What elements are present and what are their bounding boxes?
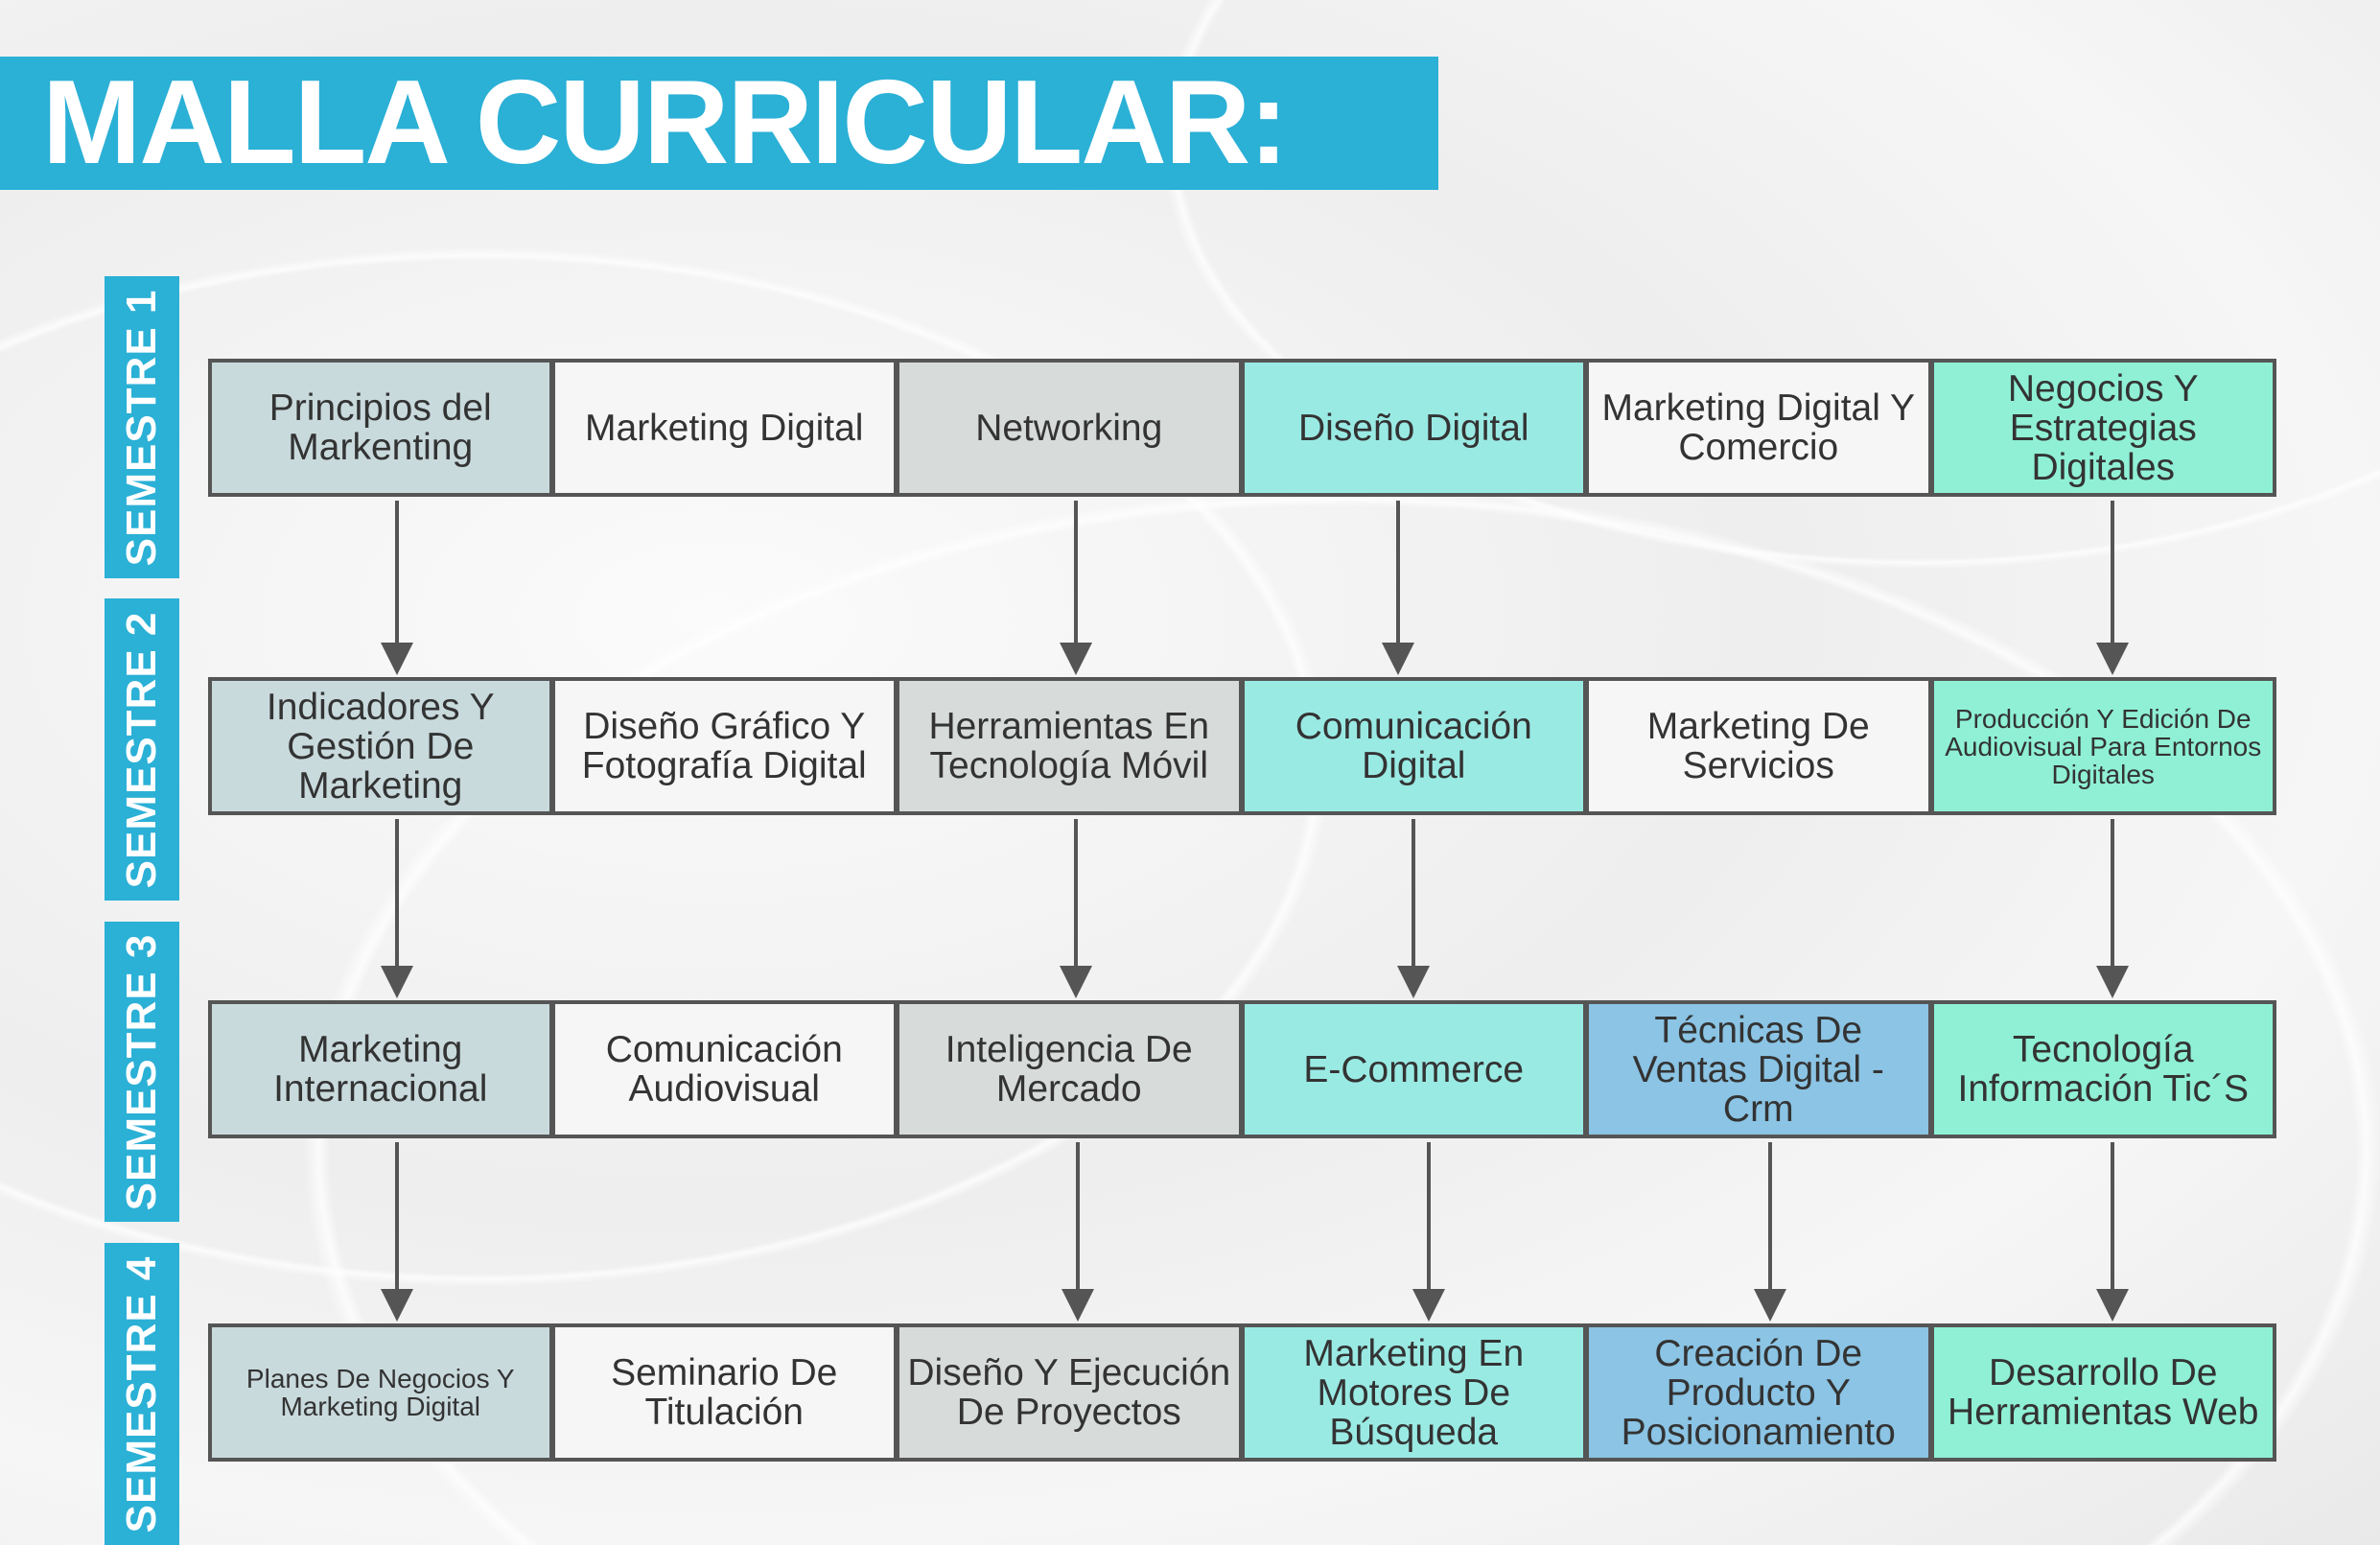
course-cell: Desarrollo De Herramientas Web [1929, 1323, 2276, 1462]
course-name: Diseño Y Ejecución De Proyectos [907, 1352, 1231, 1433]
course-cell: Indicadores Y Gestión De Marketing [208, 677, 553, 815]
prerequisite-arrow [1060, 501, 1092, 675]
course-name: Diseño Digital [1297, 407, 1529, 449]
course-name: Marketing Digital [585, 407, 864, 449]
page-title: MALLA CURRICULAR: [42, 57, 1289, 189]
course-name: Creación De Producto Y Posicionamiento [1621, 1332, 1896, 1453]
semester-label-text: SEMESTRE 3 [118, 933, 165, 1210]
course-name: Comunicación Digital [1295, 706, 1532, 786]
course-name: Diseño Gráfico Y Fotografía Digital [581, 706, 867, 786]
prerequisite-arrow [2096, 819, 2129, 998]
course-name: Desarrollo De Herramientas Web [1948, 1352, 2259, 1433]
course-cell: Comunicación Audiovisual [550, 1000, 898, 1138]
course-name: Planes De Negocios Y Marketing Digital [245, 1364, 515, 1421]
course-name: Inteligencia De Mercado [945, 1029, 1193, 1110]
title-banner: MALLA CURRICULAR: [0, 57, 1438, 190]
prerequisite-arrow [2096, 1142, 2129, 1322]
prerequisite-arrow [1754, 1142, 1786, 1322]
course-name: Marketing En Motores De Búsqueda [1303, 1332, 1525, 1453]
course-name: Networking [975, 407, 1163, 449]
course-name: E-Commerce [1303, 1048, 1525, 1090]
prerequisite-arrow [1412, 1142, 1445, 1322]
semester-label-text: SEMESTRE 2 [118, 611, 165, 888]
course-cell: Herramientas En Tecnología Móvil [896, 677, 1243, 815]
course-cell: Seminario De Titulación [550, 1323, 898, 1462]
prerequisite-arrow [1062, 1142, 1094, 1322]
course-cell: Principios del Markenting [208, 359, 553, 497]
course-cell: Marketing Digital Y Comercio [1585, 359, 1932, 497]
course-cell: E-Commerce [1240, 1000, 1587, 1138]
course-cell: Diseño Gráfico Y Fotografía Digital [550, 677, 898, 815]
semester-label-1: SEMESTRE 1 [105, 276, 179, 578]
semester-label-2: SEMESTRE 2 [105, 598, 179, 901]
course-name: Principios del Markenting [268, 387, 492, 468]
course-name: Técnicas De Ventas Digital - Crm [1632, 1009, 1884, 1130]
semester-label-text: SEMESTRE 1 [118, 289, 165, 566]
course-cell: Creación De Producto Y Posicionamiento [1585, 1323, 1932, 1462]
course-name: Marketing Internacional [273, 1029, 488, 1110]
course-name: Herramientas En Tecnología Móvil [928, 706, 1210, 786]
course-cell: Marketing De Servicios [1585, 677, 1932, 815]
prerequisite-arrow [2096, 501, 2129, 675]
course-cell: Marketing Internacional [208, 1000, 553, 1138]
course-name: Indicadores Y Gestión De Marketing [266, 686, 495, 807]
course-name: Seminario De Titulación [611, 1352, 838, 1433]
semester-label-3: SEMESTRE 3 [105, 922, 179, 1222]
course-name: Marketing Digital Y Comercio [1601, 387, 1916, 468]
course-cell: Diseño Digital [1240, 359, 1587, 497]
course-cell: Tecnología Información Tic´S [1929, 1000, 2276, 1138]
course-name: Tecnología Información Tic´S [1957, 1029, 2249, 1110]
prerequisite-arrow [1397, 819, 1430, 998]
course-cell: Networking [896, 359, 1243, 497]
course-cell: Producción Y Edición De Audiovisual Para… [1929, 677, 2276, 815]
course-cell: Marketing En Motores De Búsqueda [1240, 1323, 1587, 1462]
course-name: Producción Y Edición De Audiovisual Para… [1945, 703, 2262, 789]
course-cell: Técnicas De Ventas Digital - Crm [1585, 1000, 1932, 1138]
prerequisite-arrow [1060, 819, 1092, 998]
course-name: Marketing De Servicios [1646, 706, 1870, 786]
semester-label-4: SEMESTRE 4 [105, 1243, 179, 1545]
course-cell: Comunicación Digital [1240, 677, 1587, 815]
course-name: Negocios Y Estrategias Digitales [2007, 367, 2199, 488]
course-cell: Marketing Digital [550, 359, 898, 497]
course-cell: Diseño Y Ejecución De Proyectos [896, 1323, 1243, 1462]
prerequisite-arrow [1382, 501, 1414, 675]
prerequisite-arrow [381, 819, 413, 998]
course-cell: Planes De Negocios Y Marketing Digital [208, 1323, 553, 1462]
prerequisite-arrow [381, 501, 413, 675]
course-cell: Inteligencia De Mercado [896, 1000, 1243, 1138]
prerequisite-arrow [381, 1142, 413, 1322]
course-name: Comunicación Audiovisual [605, 1029, 843, 1110]
course-cell: Negocios Y Estrategias Digitales [1929, 359, 2276, 497]
semester-label-text: SEMESTRE 4 [118, 1255, 165, 1533]
